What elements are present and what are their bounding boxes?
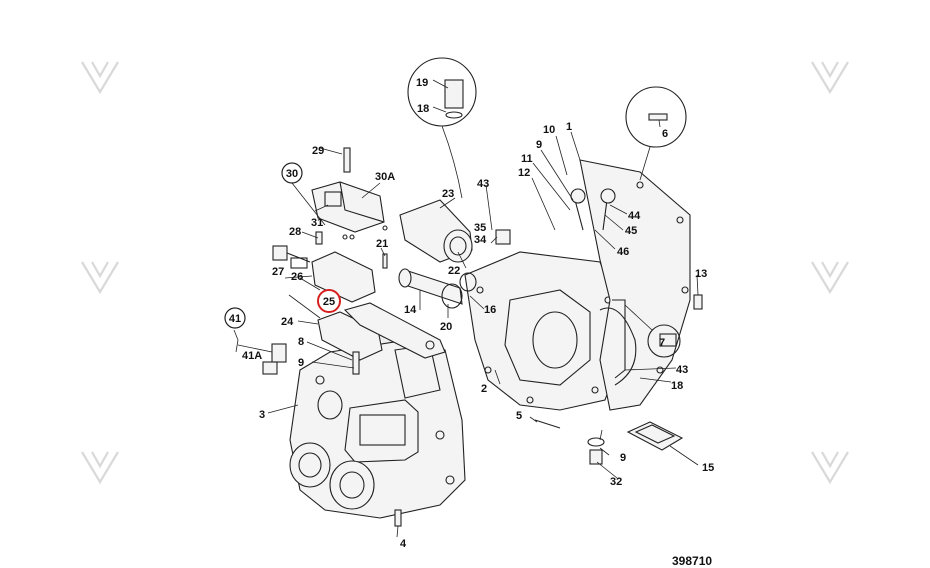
- callout-2: 2: [481, 383, 487, 395]
- callout-46: 46: [617, 246, 629, 258]
- callout-18-right: 18: [671, 380, 683, 392]
- svg-text:25: 25: [323, 296, 335, 308]
- callout-13: 13: [695, 268, 707, 280]
- callout-29: 29: [312, 145, 324, 157]
- callout-4: 4: [400, 538, 407, 550]
- callout-6: 6: [662, 128, 668, 140]
- callout-26: 26: [291, 271, 303, 283]
- callout-9-bottom: 9: [620, 452, 626, 464]
- callout-12: 12: [518, 167, 530, 179]
- callout-8: 8: [298, 336, 304, 348]
- callout-16: 16: [484, 304, 496, 316]
- circled-callout-41: 41: [224, 307, 246, 329]
- callout-15: 15: [702, 462, 714, 474]
- callout-5: 5: [516, 410, 522, 422]
- callout-19: 19: [416, 77, 428, 89]
- callout-20: 20: [440, 321, 452, 333]
- callout-3: 3: [259, 409, 265, 421]
- callout-28: 28: [289, 226, 301, 238]
- callout-10: 10: [543, 124, 555, 136]
- callout-7: 7: [659, 337, 665, 349]
- fasteners: [262, 79, 703, 527]
- svg-text:30: 30: [286, 168, 298, 180]
- detail-bubble-right: [625, 86, 687, 181]
- valve-plate: [317, 302, 446, 361]
- callout-45: 45: [625, 225, 637, 237]
- watermark: ЛИТЕР-К: [81, 61, 849, 485]
- solenoid-valve: [311, 181, 388, 240]
- highlighted-callout-25: 25: [317, 289, 341, 313]
- callout-41A: 41A: [242, 350, 262, 362]
- drawing-number: 398710: [672, 554, 712, 568]
- callout-43-right: 43: [676, 364, 688, 376]
- detail-bubble-top: [407, 57, 477, 199]
- callout-21: 21: [376, 238, 388, 250]
- leader-lines: [233, 79, 699, 538]
- callout-32: 32: [610, 476, 622, 488]
- callout-31: 31: [311, 217, 323, 229]
- callout-24: 24: [281, 316, 294, 328]
- access-cover: [626, 421, 684, 451]
- suction-pipe: [398, 268, 477, 309]
- callout-27: 27: [272, 266, 284, 278]
- callout-22: 22: [448, 265, 460, 277]
- callout-23: 23: [442, 188, 454, 200]
- callout-44: 44: [628, 210, 641, 222]
- callout-18-bubble: 18: [417, 103, 429, 115]
- circled-callout-30: 30: [281, 162, 303, 184]
- callout-9-left: 9: [298, 357, 304, 369]
- bell-housing: [464, 251, 621, 411]
- rear-cover: [579, 159, 691, 411]
- callout-11: 11: [521, 153, 533, 165]
- callout-1: 1: [566, 121, 572, 133]
- gearbox-housing: [289, 337, 466, 519]
- detail-bubble-7: [624, 304, 681, 358]
- callout-35: 35: [474, 222, 486, 234]
- callout-30A: 30A: [375, 171, 395, 183]
- callout-34: 34: [474, 234, 487, 246]
- svg-text:41: 41: [229, 313, 241, 325]
- watermark-chevron-icon: [81, 61, 849, 485]
- callout-9-top: 9: [536, 139, 542, 151]
- callout-labels: 1 2 3 4 5 6 7 8 9 10 11 12 13 14 15 16 1…: [242, 77, 714, 550]
- callout-43-top: 43: [477, 178, 489, 190]
- filter-cylinder: [399, 199, 473, 263]
- callout-14: 14: [404, 304, 417, 316]
